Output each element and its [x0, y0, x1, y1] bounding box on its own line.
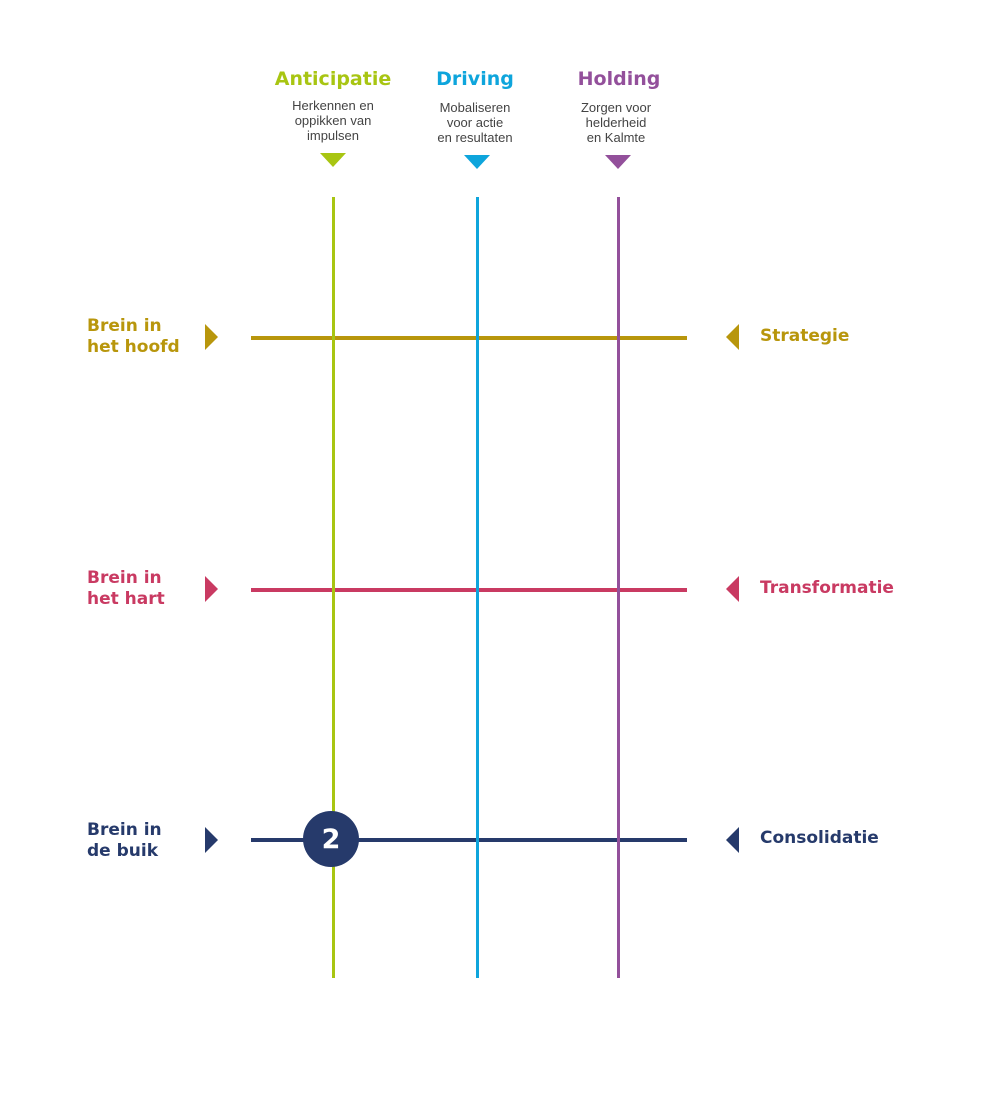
down-arrow-icon	[320, 153, 346, 167]
column-line-holding	[617, 197, 620, 978]
row-line-consolidatie	[251, 838, 687, 842]
row-line-transformatie	[251, 588, 687, 592]
row-line-strategie	[251, 336, 687, 340]
column-line-driving	[476, 197, 479, 978]
right-arrow-icon	[205, 576, 218, 602]
right-arrow-icon	[205, 324, 218, 350]
right-arrow-icon	[205, 827, 218, 853]
down-arrow-icon	[464, 155, 490, 169]
subtitle-line: en resultaten	[437, 130, 513, 145]
column-title-anticipatie: Anticipatie	[274, 68, 392, 90]
left-arrow-icon	[726, 576, 739, 602]
label-line: Brein in	[87, 820, 162, 840]
label-line: de buik	[87, 841, 159, 861]
column-line-anticipatie	[332, 197, 335, 978]
subtitle-line: en Kalmte	[586, 130, 646, 145]
column-title-holding: Holding	[577, 68, 661, 90]
row-right-label-strategie: Strategie	[760, 326, 850, 346]
label-line: Brein in	[87, 316, 162, 336]
position-marker: 2	[303, 811, 359, 867]
subtitle-line: Mobaliseren	[439, 100, 511, 115]
row-right-label-transformatie: Transformatie	[760, 578, 894, 598]
column-title-driving: Driving	[436, 68, 514, 90]
label-line: het hart	[87, 589, 165, 609]
left-arrow-icon	[726, 324, 739, 350]
subtitle-line: Herkennen en	[292, 98, 374, 113]
subtitle-line: oppikken van	[294, 113, 372, 128]
subtitle-line: helderheid	[585, 115, 647, 130]
down-arrow-icon	[605, 155, 631, 169]
subtitle-line: voor actie	[446, 115, 504, 130]
subtitle-line: impulsen	[306, 128, 360, 143]
left-arrow-icon	[726, 827, 739, 853]
subtitle-line: Zorgen voor	[580, 100, 652, 115]
row-right-label-consolidatie: Consolidatie	[760, 828, 879, 848]
label-line: het hoofd	[87, 337, 180, 357]
label-line: Brein in	[87, 568, 162, 588]
